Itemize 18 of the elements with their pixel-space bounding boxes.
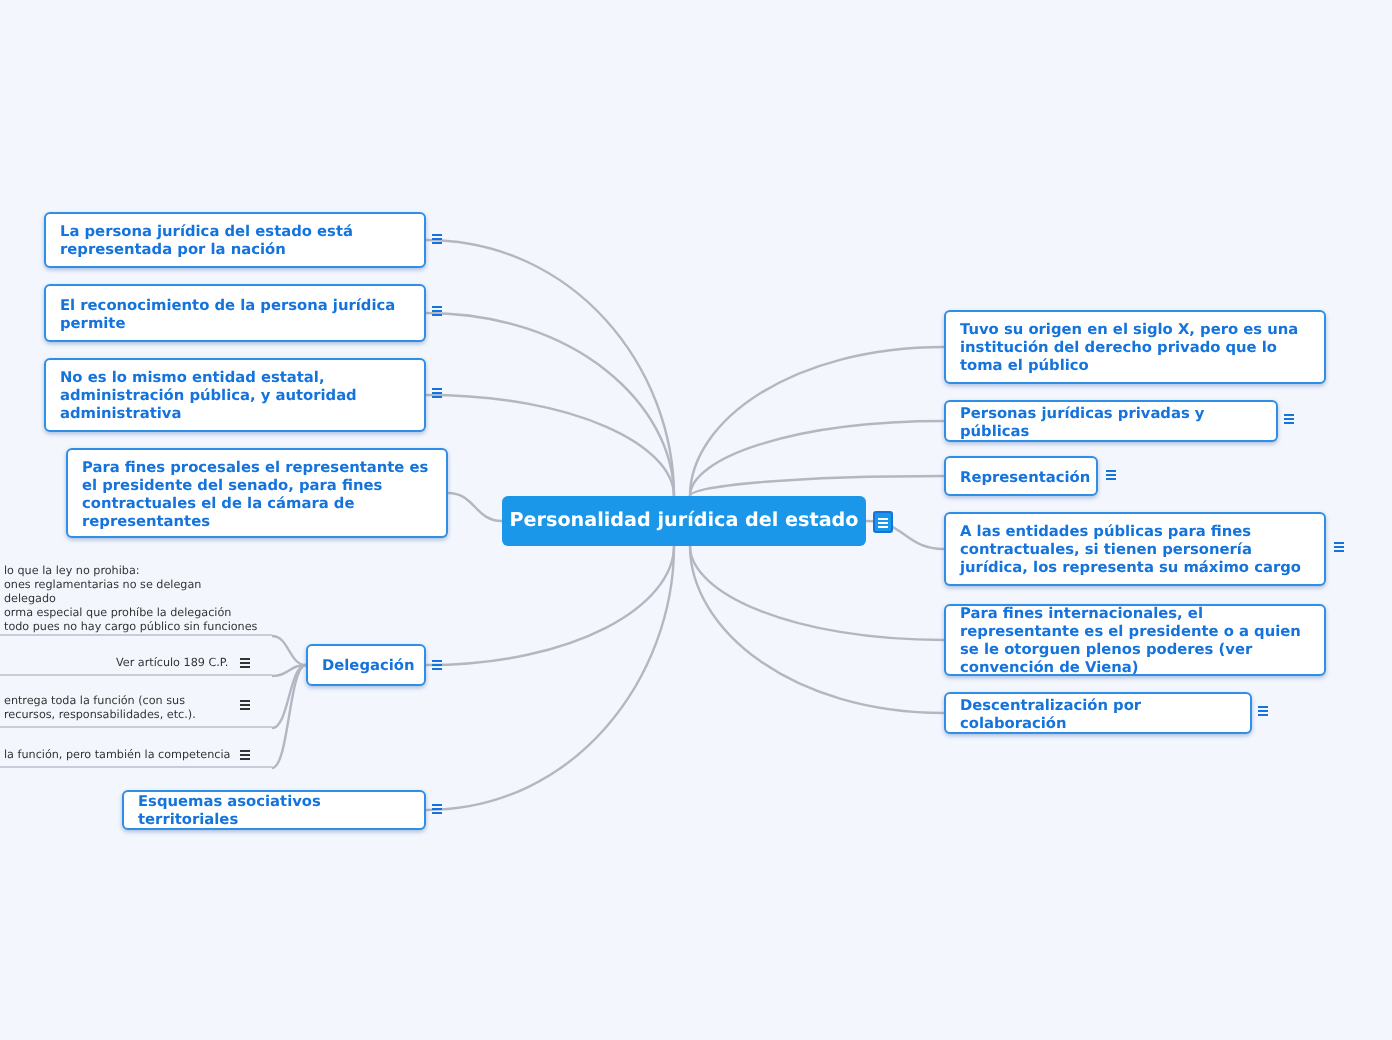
- subtopic-item: [0, 652, 272, 676]
- connector-line: [688, 345, 945, 497]
- connector-line: [271, 663, 307, 730]
- connector-line: [271, 634, 307, 667]
- connector-line: [688, 545, 945, 715]
- subtopic-item: [0, 692, 272, 728]
- subtopic-item: [0, 744, 272, 768]
- connector-line: [425, 545, 676, 812]
- connector-line: [689, 474, 944, 497]
- central-topic: Personalidad jurídica del estado: [502, 496, 866, 546]
- connector-line: [425, 393, 676, 497]
- connector-line: [271, 663, 307, 770]
- connector-line: [447, 491, 503, 523]
- subtopic-item: [0, 562, 272, 636]
- connector-line: [271, 663, 307, 678]
- connector-line: [688, 419, 945, 497]
- connector-line: [865, 519, 945, 551]
- connector-line: [688, 545, 945, 642]
